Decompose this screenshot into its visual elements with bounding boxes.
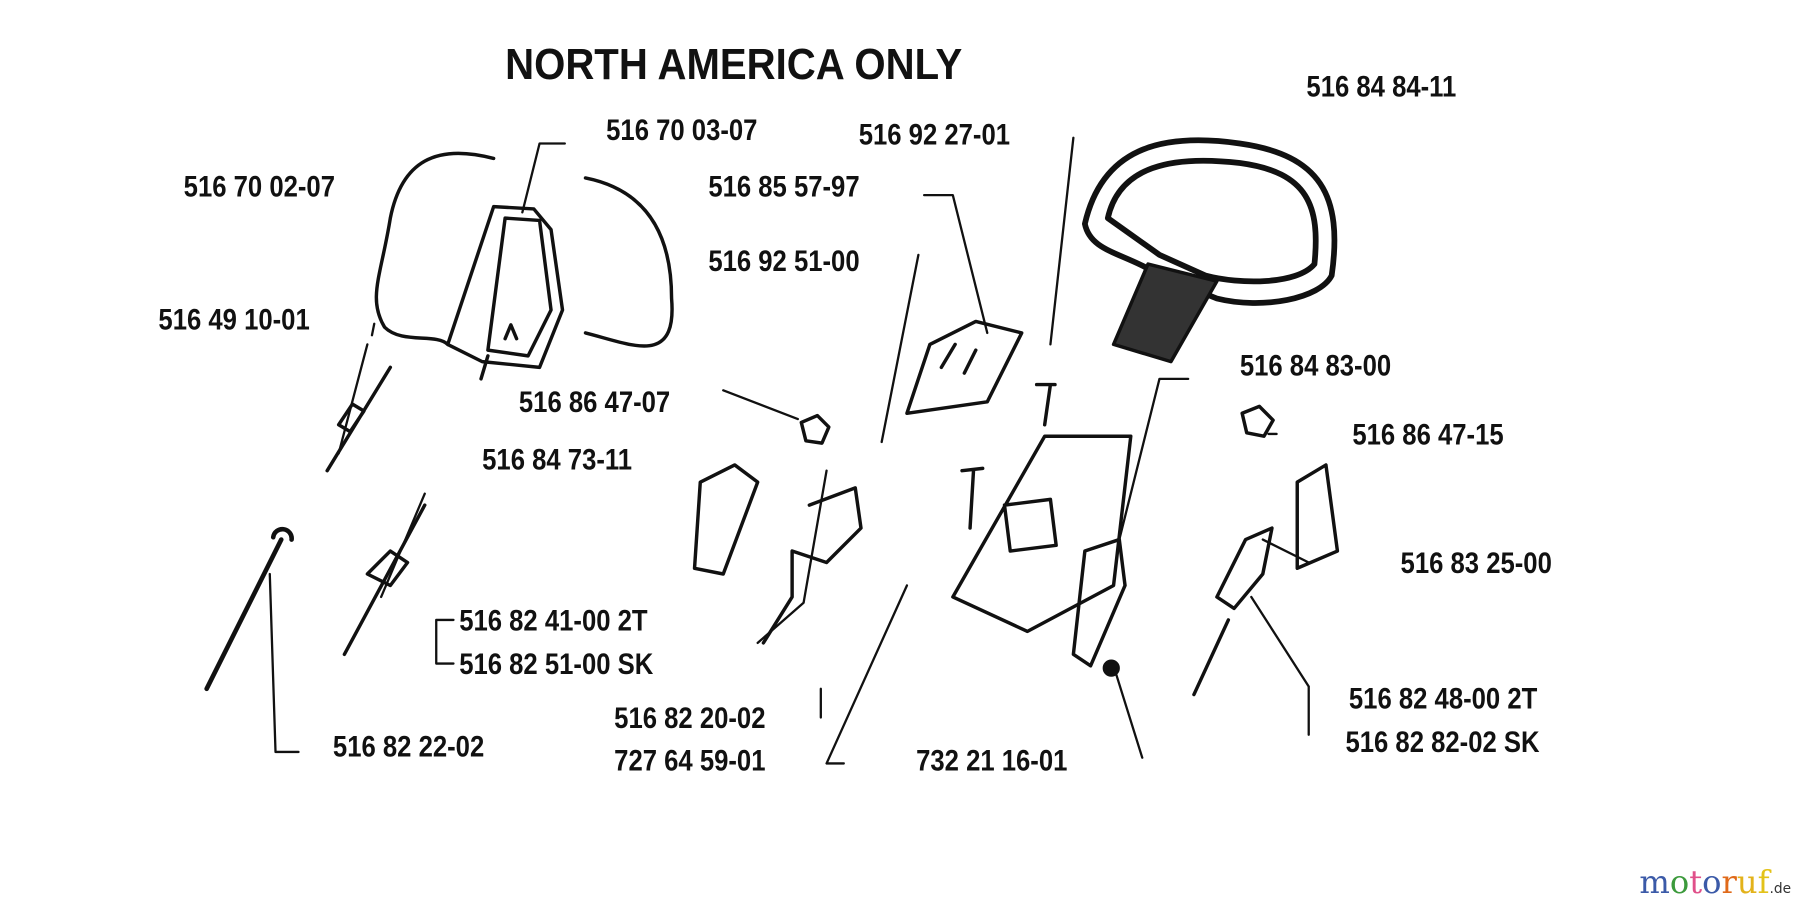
center-plate-part [951,434,1133,634]
part-label: 516 85 57-97 [708,168,860,204]
handle-loop-part [374,151,496,347]
clip-part [799,413,831,445]
watermark-suffix: .de [1769,880,1792,897]
part-label: 516 82 41-00 2T [459,602,648,638]
part-label: 516 86 47-15 [1352,416,1504,452]
part-label: 516 92 27-01 [858,117,1011,152]
watermark-letter: u [1736,863,1758,902]
top-handle-base [1111,262,1219,364]
plate-part [905,319,1024,416]
part-label: 516 82 82-02 SK [1345,724,1540,759]
watermark-letter: o [1702,863,1722,902]
lever-part [1071,537,1127,668]
watermark-letter: r [1721,863,1737,902]
part-label: 516 70 03-07 [606,112,758,147]
part-label: 516 82 20-02 [614,700,766,735]
part-label: 516 92 51-00 [708,243,860,278]
watermark-letter: o [1669,863,1690,902]
part-label: 516 82 48-00 2T [1348,680,1538,716]
bracket-part-2 [761,486,863,645]
part-label: 516 84 73-11 [482,441,633,477]
right-bracket-part [1295,463,1340,570]
diagram-title: NORTH AMERICA ONLY [505,41,963,90]
part-label: 516 49 10-01 [158,301,310,337]
part-label: 516 84 83-00 [1239,347,1392,383]
part-label: 516 82 22-02 [332,728,485,764]
cable-part-2 [342,503,427,657]
right-lever-part [1192,526,1274,697]
screw-part-2 [960,466,985,530]
leader-lines [268,136,1310,765]
handle-bracket-part [445,204,565,370]
part-label: 516 82 51-00 SK [459,646,654,681]
nut-part [1102,659,1120,677]
cable-part-3 [204,526,294,692]
part-label: 727 64 59-01 [614,742,766,778]
part-label: 732 21 16-01 [916,742,1068,778]
handle-loop-part-right [583,176,674,348]
watermark-logo: motoruf.de [1639,863,1791,901]
part-label: 516 70 02-07 [183,168,335,204]
watermark-letter: f [1757,863,1770,902]
right-clip-part [1240,404,1275,438]
cable-part [325,365,393,473]
part-label: 516 83 25-00 [1400,545,1552,580]
top-handle-part [1081,137,1338,306]
watermark-letter: m [1639,863,1670,902]
part-label: 516 84 84-11 [1306,68,1457,104]
part-label: 516 86 47-07 [518,384,671,420]
screw-part [1034,382,1057,427]
watermark-letter: t [1689,863,1703,902]
bracket-part [692,463,760,576]
